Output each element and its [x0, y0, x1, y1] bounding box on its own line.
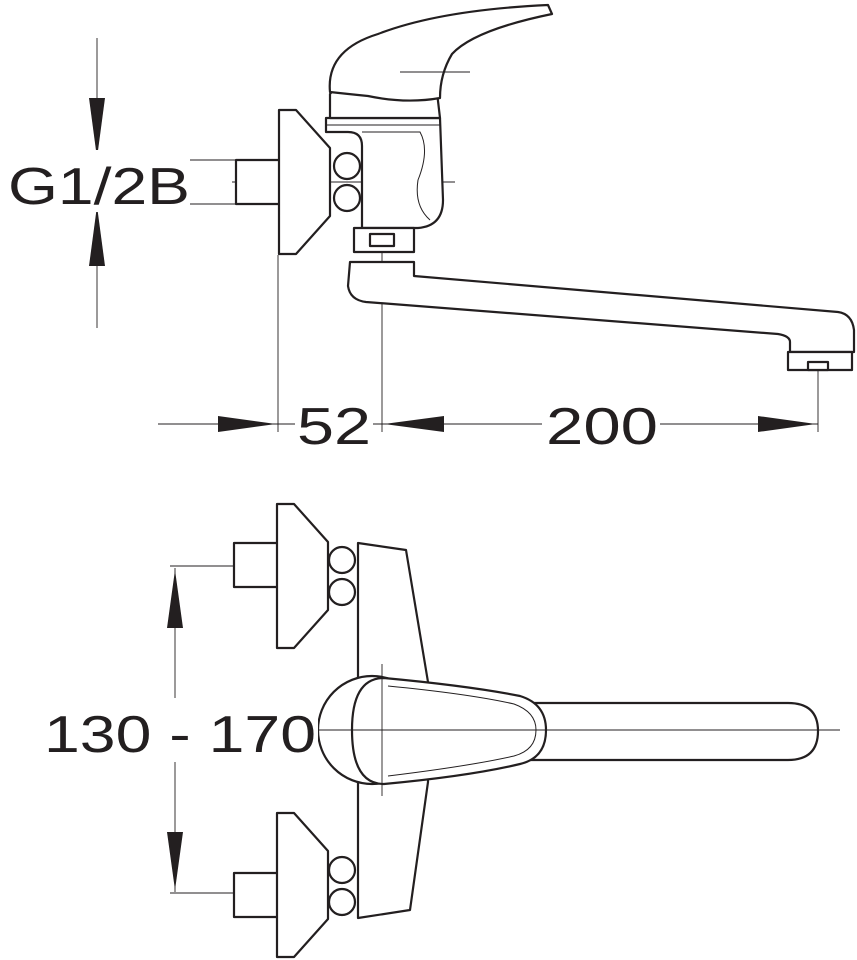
front-nut-bottom-a — [327, 855, 357, 885]
front-nut-top-b — [327, 577, 357, 607]
thread-arrow-up — [89, 206, 105, 266]
side-escutcheon — [277, 108, 332, 256]
front-inlet-bottom — [232, 871, 280, 919]
center-distance-label: 130 - 170 — [44, 706, 316, 764]
center-arrow-down — [167, 832, 183, 890]
side-spout — [346, 260, 856, 354]
front-escutcheon-bottom — [275, 811, 330, 959]
side-nut-top — [332, 151, 362, 181]
front-inlet-top — [232, 541, 280, 589]
offset-arrow-right — [218, 416, 276, 432]
wall-offset-label: 52 — [297, 398, 371, 456]
spout-reach-label: 200 — [546, 398, 658, 456]
side-nut-bottom — [332, 183, 362, 213]
front-view: 130 - 170 — [42, 502, 840, 959]
center-arrow-up — [167, 570, 183, 628]
reach-arrow-left — [384, 416, 444, 432]
side-spout-nut-inner — [368, 232, 396, 248]
reach-arrow-right — [758, 416, 816, 432]
front-nut-top-a — [327, 545, 357, 575]
side-body-detail — [362, 131, 431, 221]
front-spout — [528, 701, 820, 762]
side-inlet-pipe — [234, 158, 283, 206]
front-nut-bottom-b — [327, 887, 357, 917]
side-lever — [328, 3, 554, 102]
thread-arrow-down — [89, 98, 105, 158]
side-aerator-inner — [806, 360, 830, 372]
thread-size-label: G1/2B — [8, 158, 190, 216]
side-view: G1/2B 52 200 — [8, 3, 856, 456]
front-escutcheon-top — [275, 502, 330, 650]
